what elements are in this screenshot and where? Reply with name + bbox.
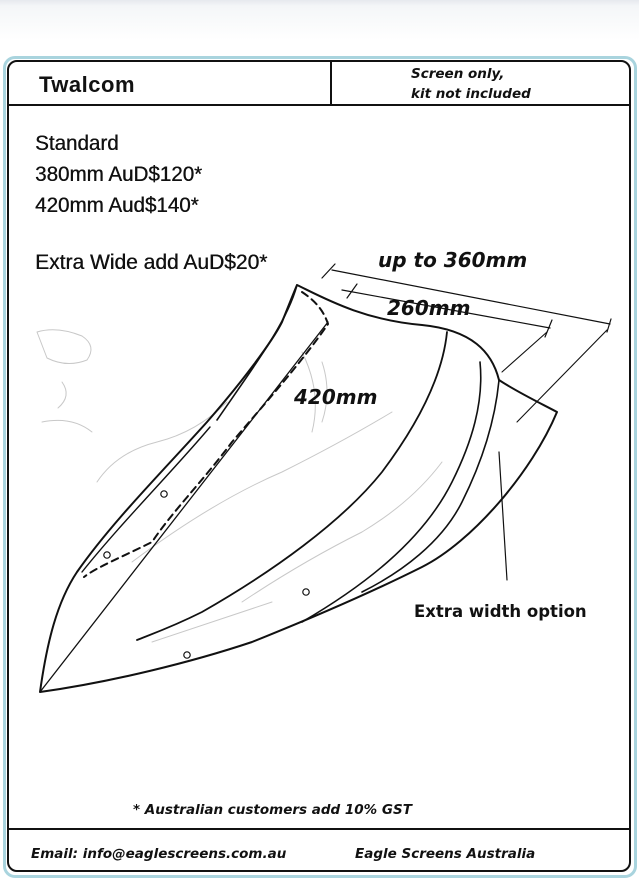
bolt-hole: [302, 588, 310, 596]
extra-width-label: Extra width option: [414, 602, 587, 621]
top-shade: [0, 0, 639, 55]
note-line-2: kit not included: [411, 86, 531, 102]
dim-tick-360-right: [606, 318, 612, 333]
price-420: 420mm Aud$140*: [35, 194, 199, 217]
screen-outline: [39, 284, 558, 693]
left-fold: [216, 284, 298, 421]
screen-only-note: Screen only, kit not included: [411, 64, 611, 104]
dim-line-260: [341, 289, 551, 329]
header-row: Twalcom Screen only, kit not included: [9, 62, 629, 106]
contact-email[interactable]: Email: info@eaglescreens.com.au: [31, 846, 287, 862]
right-panel: [136, 331, 448, 641]
extension-line-360: [516, 329, 608, 423]
company-name: Eagle Screens Australia: [355, 846, 536, 862]
extra-wide-price: Extra Wide add AuD$20*: [35, 251, 268, 274]
height-line: [39, 321, 329, 693]
price-380: 380mm AuD$120*: [35, 163, 203, 186]
gst-footnote: * Australian customers add 10% GST: [133, 802, 412, 818]
header-divider: [330, 62, 332, 104]
sketch-shading: [36, 329, 443, 643]
bolt-hole: [103, 551, 111, 559]
dim-label-420: 420mm: [294, 385, 378, 409]
dim-tick-360-left: [321, 263, 336, 279]
wing-fold: [361, 379, 500, 593]
dim-label-260: 260mm: [387, 296, 471, 320]
bolt-hole: [183, 651, 191, 659]
right-panel-edge: [301, 361, 482, 623]
windscreen-drawing: [36, 263, 612, 693]
extension-line-260: [501, 331, 548, 373]
left-fold-inner: [81, 426, 211, 573]
price-list: Standard 380mm AuD$120* 420mm Aud$140*: [35, 128, 202, 221]
standard-outline-dashed: [83, 291, 329, 578]
dim-tick-260-left: [346, 283, 358, 299]
dim-label-360: up to 360mm: [378, 248, 528, 272]
dim-line-360: [331, 269, 611, 325]
brand-title: Twalcom: [39, 72, 136, 97]
dim-tick-260-right: [544, 319, 553, 338]
product-sheet: Twalcom Screen only, kit not included St…: [7, 60, 631, 872]
footer: Email: info@eaglescreens.com.au Eagle Sc…: [9, 828, 629, 870]
note-line-1: Screen only,: [411, 66, 505, 82]
bolt-hole: [160, 490, 168, 498]
standard-heading: Standard: [35, 132, 119, 155]
extra-width-pointer: [498, 451, 508, 581]
